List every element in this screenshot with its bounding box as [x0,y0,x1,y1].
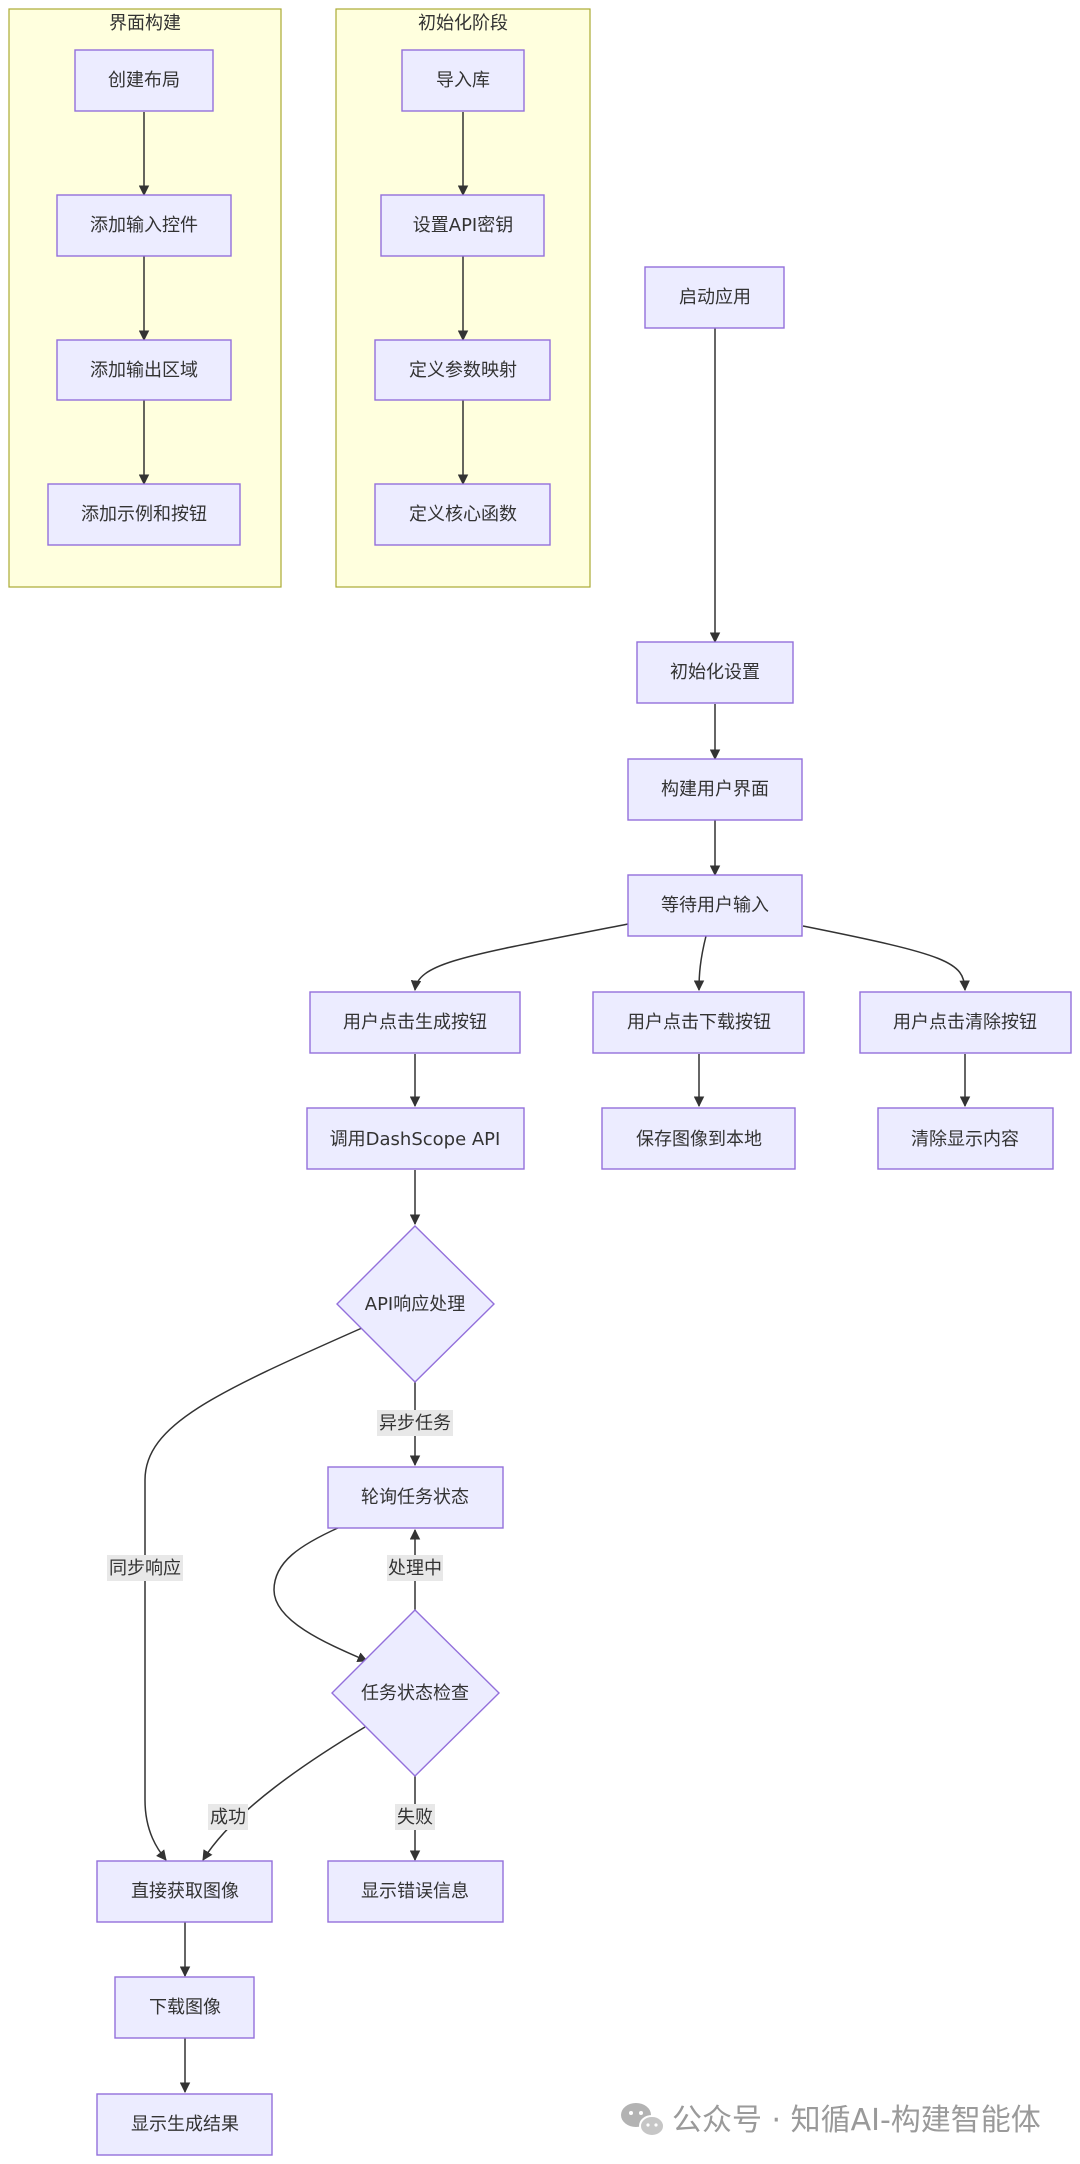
node-import-libs: 导入库 [401,49,525,112]
svg-text:失败: 失败 [397,1807,433,1828]
cluster-ui-build-title: 界面构建 [109,13,181,34]
node-define-core: 定义核心函数 [374,483,551,546]
node-show-result: 显示生成结果 [96,2093,273,2156]
svg-text:构建用户界面: 构建用户界面 [661,779,769,800]
node-click-generate: 用户点击生成按钮 [309,991,521,1054]
node-click-download: 用户点击下载按钮 [592,991,805,1054]
edge-label-success: 成功 [208,1804,248,1830]
node-set-api-key: 设置API密钥 [380,194,545,257]
svg-text:保存图像到本地: 保存图像到本地 [636,1129,762,1150]
node-show-error: 显示错误信息 [327,1860,504,1923]
edge-check-to-getimage [202,1726,366,1861]
edge-wait-to-clear [802,925,970,992]
svg-text:导入库: 导入库 [436,70,490,91]
svg-text:直接获取图像: 直接获取图像 [131,1881,239,1902]
svg-text:API响应处理: API响应处理 [365,1294,465,1315]
edge-label-sync-response: 同步响应 [107,1555,183,1581]
node-start-app: 启动应用 [644,266,785,329]
svg-text:任务状态检查: 任务状态检查 [361,1683,469,1704]
node-api-response: API响应处理 [336,1225,495,1383]
edge-label-processing: 处理中 [387,1555,443,1581]
node-add-input: 添加输入控件 [56,194,232,257]
edge-label-async-task: 异步任务 [377,1410,453,1436]
node-poll-status: 轮询任务状态 [327,1466,504,1529]
watermark: 公众号 · 知循AI-构建智能体 [621,2103,1041,2138]
svg-text:显示错误信息: 显示错误信息 [361,1881,469,1902]
node-check-status: 任务状态检查 [331,1609,500,1777]
svg-text:定义核心函数: 定义核心函数 [409,504,517,525]
svg-text:处理中: 处理中 [388,1558,442,1579]
svg-text:设置API密钥: 设置API密钥 [413,215,513,236]
edge-poll-to-check [273,1526,368,1663]
svg-text:添加输入控件: 添加输入控件 [90,215,198,236]
node-init-setup: 初始化设置 [636,641,794,704]
svg-text:清除显示内容: 清除显示内容 [911,1129,1019,1150]
svg-text:显示生成结果: 显示生成结果 [131,2114,239,2135]
svg-text:初始化设置: 初始化设置 [670,662,760,683]
edge-wait-to-generate [410,923,629,992]
node-wait-input: 等待用户输入 [627,874,803,937]
node-click-clear: 用户点击清除按钮 [859,991,1072,1054]
node-create-layout: 创建布局 [74,49,214,112]
svg-text:用户点击清除按钮: 用户点击清除按钮 [893,1012,1037,1033]
edges [138,112,971,2094]
edge-response-to-getimage [144,1327,363,1861]
svg-text:启动应用: 启动应用 [679,287,751,308]
cluster-init-stage-title: 初始化阶段 [418,13,508,34]
svg-text:轮询任务状态: 轮询任务状态 [361,1487,469,1508]
node-download-image: 下载图像 [114,1976,255,2039]
node-add-examples: 添加示例和按钮 [47,483,241,546]
svg-text:成功: 成功 [210,1807,246,1828]
svg-text:添加示例和按钮: 添加示例和按钮 [81,504,207,525]
node-get-image: 直接获取图像 [96,1860,273,1923]
svg-text:定义参数映射: 定义参数映射 [409,360,517,381]
svg-text:等待用户输入: 等待用户输入 [661,895,769,916]
svg-text:创建布局: 创建布局 [108,70,180,91]
node-define-params: 定义参数映射 [374,339,551,401]
node-save-local: 保存图像到本地 [601,1107,796,1170]
wechat-icon [621,2103,665,2137]
watermark-text: 公众号 · 知循AI-构建智能体 [672,2103,1041,2138]
svg-text:调用DashScope API: 调用DashScope API [330,1129,501,1150]
svg-text:同步响应: 同步响应 [109,1558,181,1579]
edge-label-failure: 失败 [395,1804,435,1830]
svg-text:下载图像: 下载图像 [149,1997,221,2018]
node-call-api: 调用DashScope API [306,1107,525,1170]
node-build-ui: 构建用户界面 [627,758,803,821]
node-add-output: 添加输出区域 [56,339,232,401]
svg-text:添加输出区域: 添加输出区域 [90,360,198,381]
svg-text:用户点击生成按钮: 用户点击生成按钮 [343,1012,487,1033]
edge-wait-to-download [693,935,707,992]
svg-text:异步任务: 异步任务 [379,1413,451,1434]
svg-text:用户点击下载按钮: 用户点击下载按钮 [627,1012,771,1033]
node-clear-display: 清除显示内容 [877,1107,1054,1170]
